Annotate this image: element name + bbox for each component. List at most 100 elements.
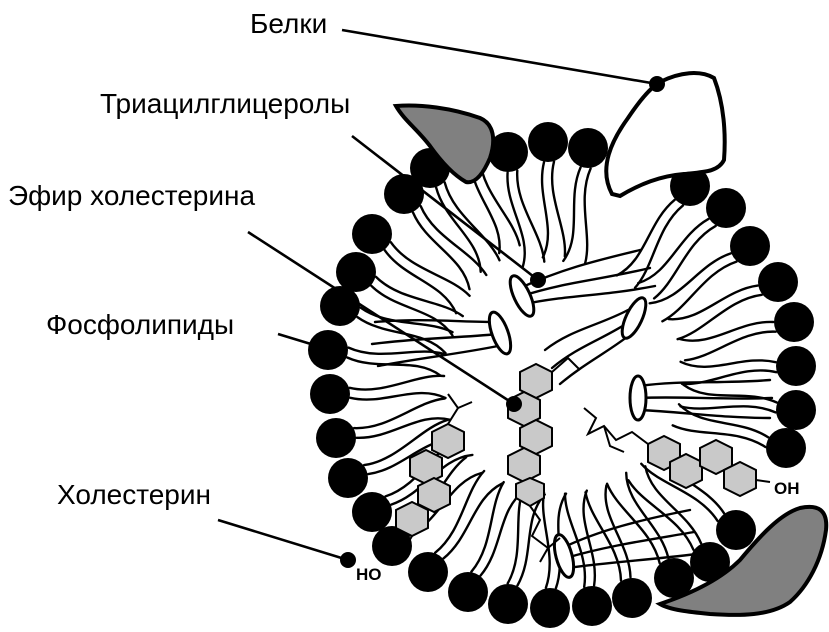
phospholipid-tail <box>506 171 526 268</box>
phospholipid-head <box>352 492 392 532</box>
leader-cholesterol-ester <box>247 230 515 406</box>
phospholipid-head <box>408 552 448 592</box>
phospholipid-tail <box>346 356 442 377</box>
leader-dot-triacylglycerols <box>530 272 546 288</box>
phospholipid-tail <box>411 211 471 291</box>
phospholipid-head <box>372 526 412 566</box>
phospholipid-head <box>774 302 814 342</box>
phospholipid-head <box>776 346 816 386</box>
phospholipid-tail <box>644 465 703 545</box>
phospholipid-tail <box>562 166 582 263</box>
phospholipid-head <box>488 132 528 172</box>
phospholipid-tail <box>648 252 732 305</box>
tag-molecule-5 <box>552 508 698 579</box>
phospholipid-head <box>568 128 608 168</box>
tag-molecule-3 <box>543 296 648 386</box>
phospholipid-tail <box>434 469 486 554</box>
phospholipid-head <box>448 572 488 612</box>
phospholipid-tail <box>435 186 482 273</box>
leader-proteins <box>341 28 658 86</box>
phospholipid-tail <box>652 224 717 300</box>
phospholipid-tail <box>625 471 670 560</box>
phospholipid-tail <box>419 204 488 277</box>
phospholipid-tail <box>682 383 778 404</box>
phospholipid-tail <box>676 293 763 341</box>
phospholipid-tail <box>541 491 551 589</box>
leader-triacylglycerols <box>351 134 539 282</box>
phospholipid-tail <box>671 424 767 449</box>
phospholipid-tail <box>355 417 452 440</box>
triacylglycerol-core <box>370 248 774 579</box>
phospholipid-tail <box>349 391 447 401</box>
phospholipid-head <box>308 330 348 370</box>
phospholipid-head <box>310 374 350 414</box>
label-phospholipids: Фосфолипиды <box>46 309 234 340</box>
phospholipid-tail <box>470 480 505 573</box>
protein-gray-top <box>392 103 496 185</box>
label-cholesterol: Холестерин <box>57 479 211 510</box>
phospholipid-tail <box>389 241 471 297</box>
phospholipid-tail <box>683 330 777 362</box>
phospholipid-tail <box>362 418 449 467</box>
leader-dot-cholesterol <box>340 552 356 568</box>
phospholipid-head <box>488 584 528 624</box>
phospholipid-tail <box>679 405 777 414</box>
phospholipid-tail <box>348 374 446 391</box>
phospholipid-head <box>320 286 360 326</box>
phospholipid-tail <box>540 161 550 259</box>
tag-molecule-4 <box>628 374 774 422</box>
phospholipid-tail <box>370 284 454 337</box>
phospholipid-tail <box>679 359 777 368</box>
tag-molecule-2 <box>370 310 513 368</box>
cholesterol-right <box>583 407 771 498</box>
phospholipid-head <box>336 252 376 292</box>
phospholipid-head <box>716 510 756 550</box>
phospholipid-tail <box>604 484 632 579</box>
phospholipid-tail <box>680 369 778 386</box>
phospholipid-tail <box>550 160 567 258</box>
phospholipid-head <box>690 542 730 582</box>
protein-white <box>604 71 727 199</box>
phospholipid-head <box>776 390 816 430</box>
label-proteins: Белки <box>250 8 327 39</box>
phospholipid-head <box>758 262 798 302</box>
phospholipid-head <box>612 578 652 618</box>
phospholipid-head <box>528 122 568 162</box>
phospholipid-tail <box>640 462 719 522</box>
leader-phospholipids <box>277 332 325 350</box>
phospholipid-tail <box>615 198 676 277</box>
phospholipid-head <box>654 558 694 598</box>
phospholipid-tail <box>605 482 661 565</box>
phospholipid-head <box>572 586 612 626</box>
label-cholesterol-ester: Эфир холестерина <box>8 180 255 211</box>
phospholipid-tail <box>352 397 446 430</box>
phospholipid-tail <box>637 217 710 285</box>
phospholipid-head <box>316 418 356 458</box>
leader-dot-proteins <box>649 76 665 92</box>
cholesterol-left <box>395 393 473 551</box>
phospholipid-head <box>730 226 770 266</box>
phospholipid-tail <box>563 492 587 589</box>
phospholipid-tail <box>661 260 738 323</box>
phospholipid-head <box>352 214 392 254</box>
leader-lines <box>217 28 665 568</box>
label-oh-group: ОН <box>774 479 800 498</box>
phospholipid-tail <box>633 204 685 289</box>
label-triacylglycerols: Триацилглицеролы <box>100 88 350 119</box>
protein-gray-bottom <box>655 504 829 617</box>
phospholipid-tail <box>506 488 525 585</box>
phospholipid-tail <box>677 403 770 439</box>
phospholipid-tail <box>516 169 546 263</box>
phospholipid-tail <box>516 493 546 587</box>
leader-cholesterol <box>217 518 349 562</box>
phospholipid-head <box>530 588 570 628</box>
phospholipid-tail <box>583 167 592 265</box>
leader-dot-cholesterol-ester <box>506 396 522 412</box>
cholesterol-ester-rings <box>507 356 581 563</box>
phospholipid-tail <box>584 491 623 582</box>
label-ho-group: НО <box>356 565 382 584</box>
phospholipid-tail <box>667 284 759 321</box>
phospholipid-head <box>328 458 368 498</box>
phospholipid-tail <box>442 482 504 560</box>
